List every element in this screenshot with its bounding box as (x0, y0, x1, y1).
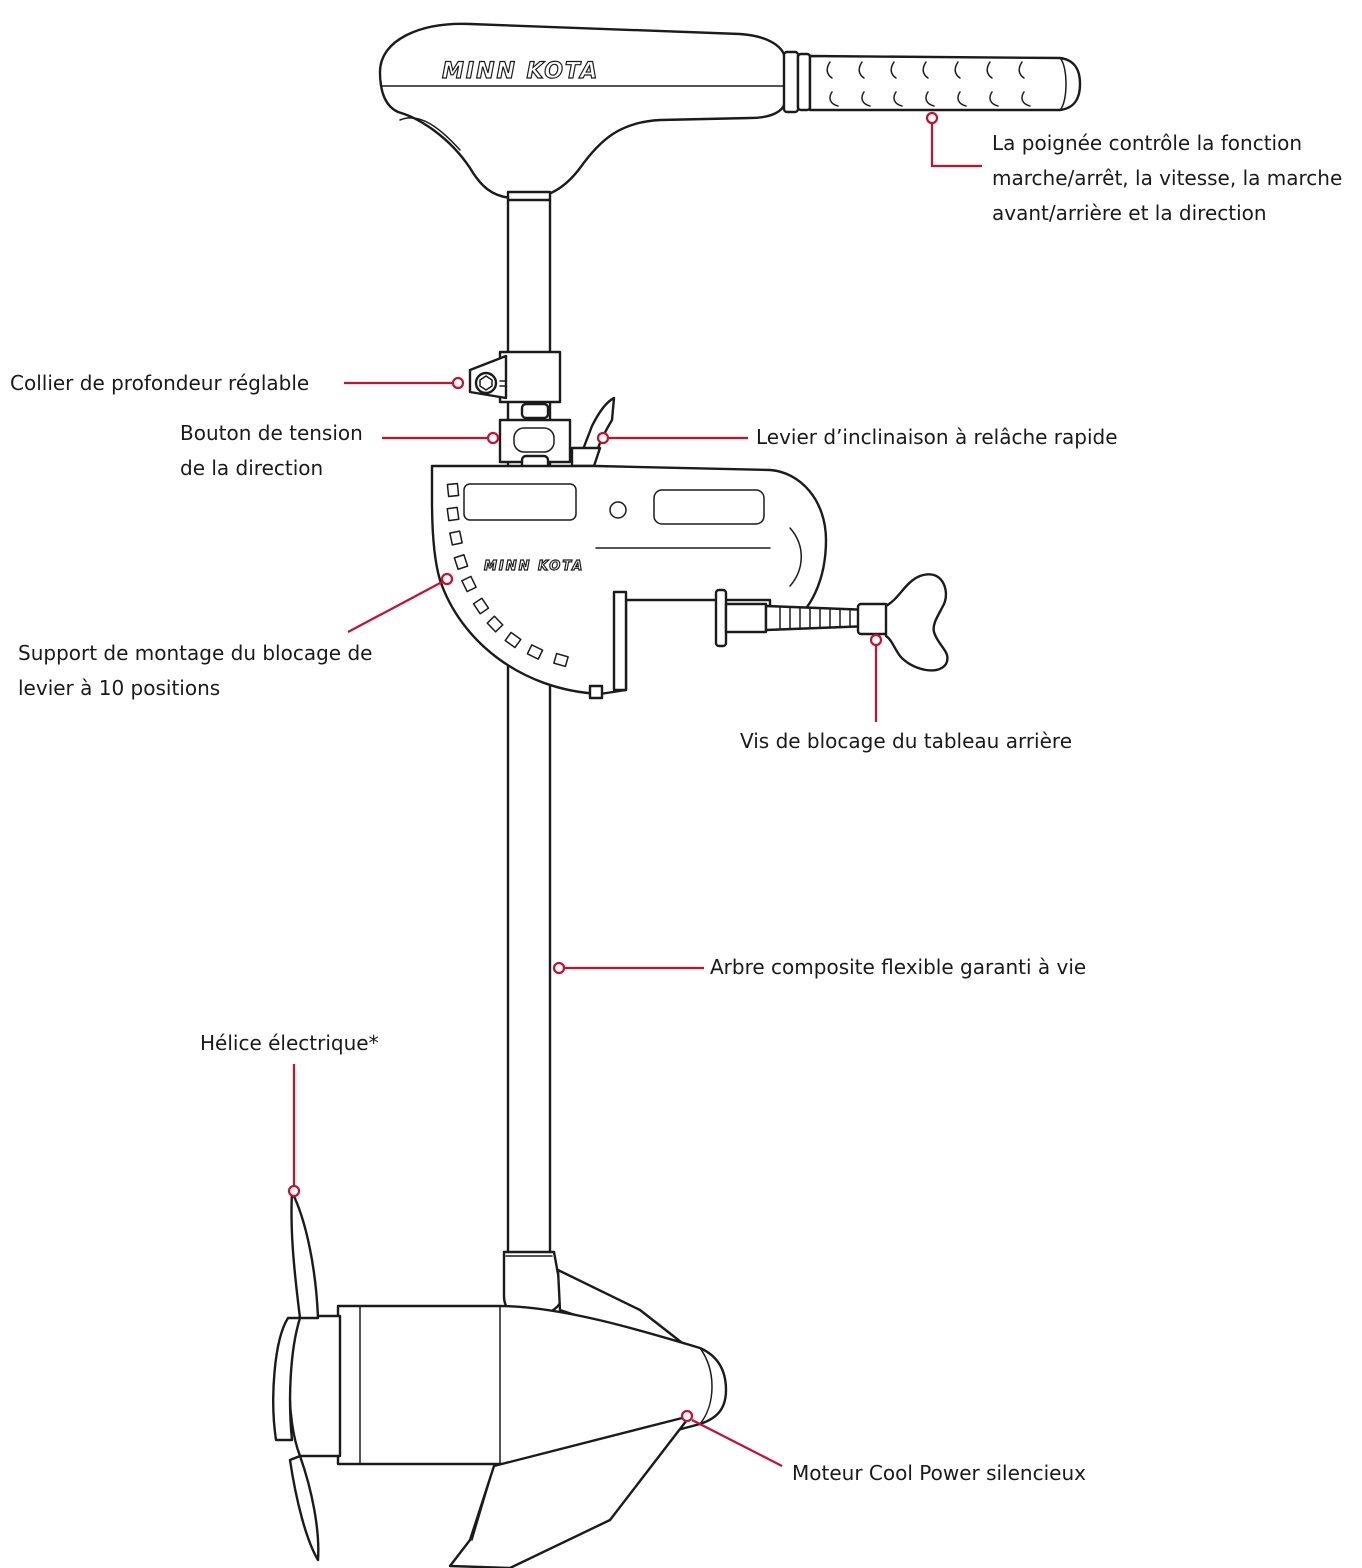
lower-unit (272, 1190, 728, 1568)
label-mount-bracket: Support de montage du blocage de levier … (18, 636, 372, 706)
head-logo: MINN KOTA (442, 59, 599, 84)
label-mount-bracket-line-2: levier à 10 positions (18, 676, 221, 700)
tiller-handle (782, 50, 1082, 114)
mounting-bracket: MINN KOTA (430, 464, 828, 700)
label-handle-line-3: avant/arrière et la direction (992, 201, 1267, 225)
leader-handle (930, 118, 982, 168)
label-handle: La poignée contrôle la fonction marche/a… (992, 126, 1342, 231)
label-propeller: Hélice électrique* (200, 1026, 379, 1061)
label-handle-line-1: La poignée contrôle la fonction (992, 131, 1302, 155)
tilt-lever (570, 396, 616, 468)
label-shaft: Arbre composite flexible garanti à vie (710, 950, 1086, 985)
label-motor: Moteur Cool Power silencieux (792, 1456, 1086, 1491)
label-motor-line-1: Moteur Cool Power silencieux (792, 1461, 1086, 1485)
label-depth-collar: Collier de profondeur réglable (10, 366, 309, 401)
bracket-logo: MINN KOTA (484, 559, 584, 574)
label-shaft-line-1: Arbre composite flexible garanti à vie (710, 955, 1087, 979)
leader-motor (691, 1419, 783, 1467)
label-transom-screw: Vis de blocage du tableau arrière (740, 724, 1072, 759)
lock-positions (446, 482, 569, 668)
leader-mount-bracket (347, 581, 443, 633)
label-tilt-lever-line-1: Levier d’inclinaison à relâche rapide (756, 425, 1118, 449)
steering-tension-knob (498, 402, 572, 472)
control-head: MINN KOTA (378, 22, 787, 202)
label-propeller-line-1: Hélice électrique* (200, 1031, 379, 1055)
label-steering-knob-line-2: de la direction (180, 456, 324, 480)
propeller (272, 1190, 320, 1562)
label-steering-knob: Bouton de tension de la direction (180, 416, 363, 486)
label-handle-line-2: marche/arrêt, la vitesse, la marche (992, 166, 1343, 190)
label-mount-bracket-line-1: Support de montage du blocage de (18, 641, 373, 665)
label-transom-screw-line-1: Vis de blocage du tableau arrière (740, 729, 1073, 753)
leader-lines (287, 111, 982, 1467)
label-tilt-lever: Levier d’inclinaison à relâche rapide (756, 420, 1118, 455)
label-steering-knob-line-1: Bouton de tension (180, 421, 363, 445)
depth-collar (468, 350, 562, 404)
label-depth-collar-line-1: Collier de profondeur réglable (10, 371, 310, 395)
transom-clamp-screw (714, 573, 949, 672)
